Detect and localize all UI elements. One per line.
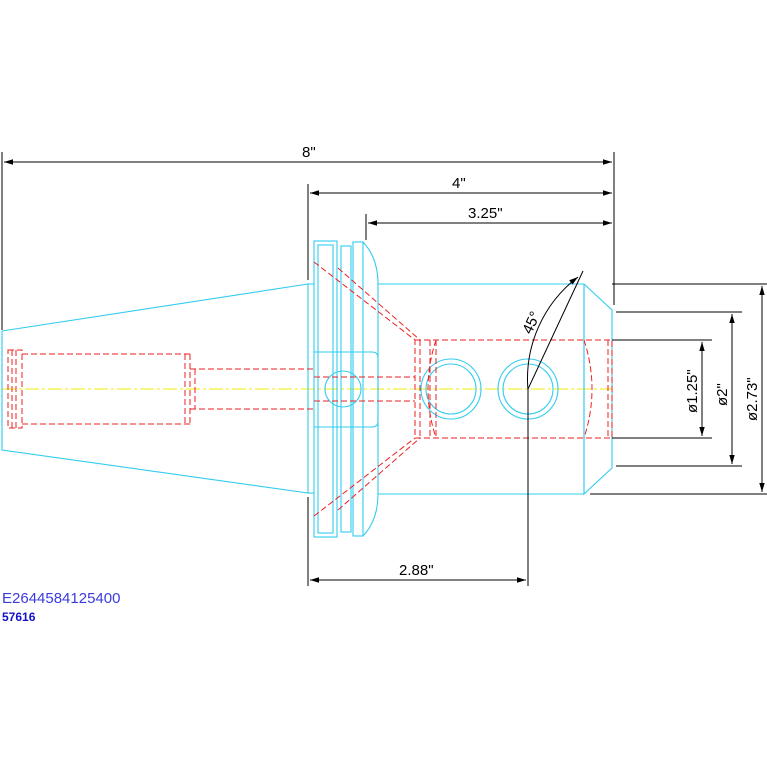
- dim-body-length: 3.25": [468, 205, 503, 222]
- dim-mid-dia: ø2": [714, 383, 731, 406]
- part-code: E2644584125400: [2, 590, 121, 607]
- dim-overall-length: 8": [302, 144, 316, 161]
- drive-key-hole-icon: [324, 370, 362, 408]
- hidden-lines: [7, 261, 613, 517]
- dim-angle: 45°: [519, 309, 544, 337]
- dim-flange-length: 4": [452, 175, 466, 192]
- part-number: 57616: [2, 610, 36, 624]
- dimension-lines: [1, 152, 767, 586]
- set-screw-hole-1-icon: [420, 358, 482, 420]
- tool-holder-outline: [1, 240, 613, 538]
- dim-hole-offset: 2.88": [399, 562, 434, 579]
- dim-bore-dia: ø1.25": [684, 369, 701, 413]
- dim-body-dia: ø2.73": [744, 377, 761, 421]
- set-screw-hole-1-inner-icon: [425, 363, 477, 415]
